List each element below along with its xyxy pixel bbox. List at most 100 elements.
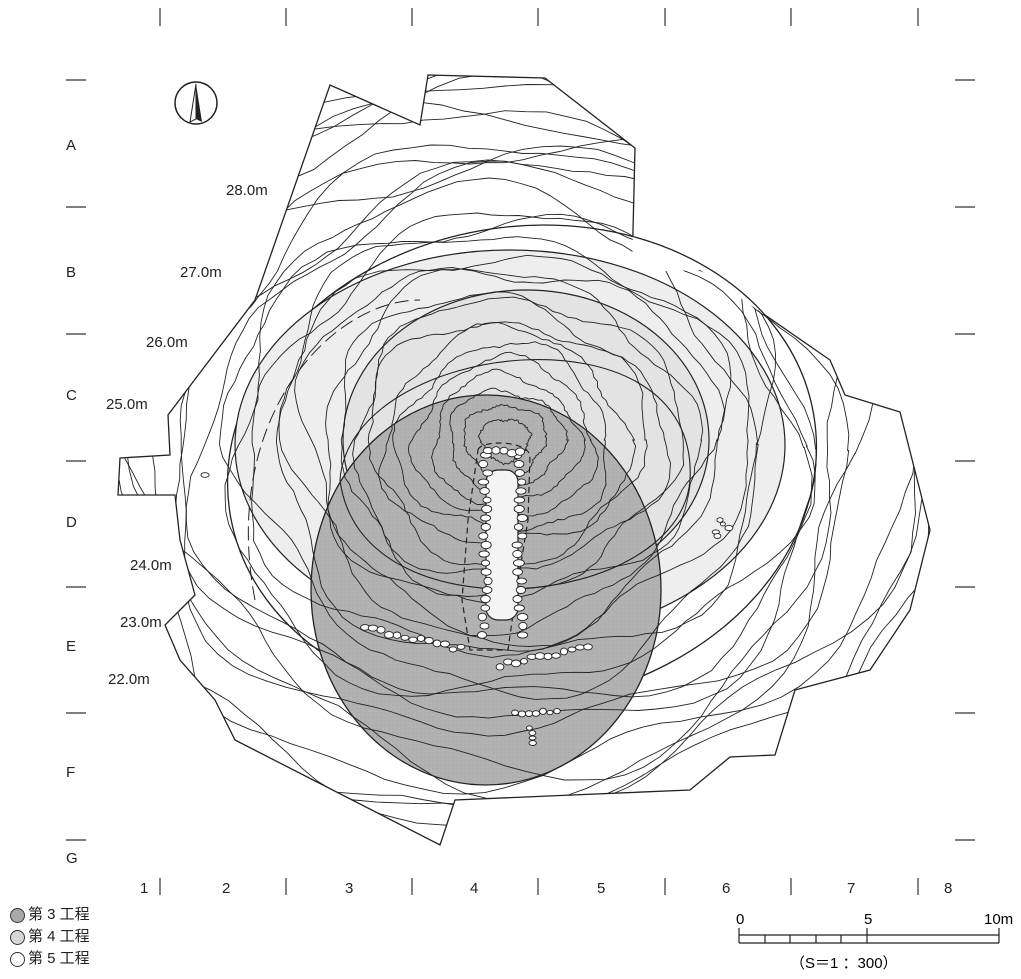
grid-ticks: [66, 8, 975, 895]
stone: [539, 707, 547, 715]
contour-line: [325, 268, 704, 604]
stone: [716, 517, 724, 523]
contour-label-27m: 27.0m: [180, 264, 222, 281]
stone: [515, 487, 527, 495]
stone: [713, 533, 722, 539]
stone: [511, 709, 519, 716]
stone: [512, 595, 523, 603]
contour-label-25m: 25.0m: [106, 396, 148, 413]
col-label-4: 4: [470, 880, 478, 897]
stone: [495, 663, 505, 671]
stone: [424, 636, 434, 645]
phase-5-swatch-icon: [10, 951, 25, 967]
stone: [482, 469, 493, 477]
stone: [481, 504, 493, 514]
stone: [516, 612, 529, 622]
stone: [513, 523, 524, 531]
stone: [480, 594, 491, 604]
scale-tick-0: 0: [736, 911, 744, 928]
stone: [200, 472, 210, 478]
phase-4-swatch-icon: [10, 929, 25, 945]
stone: [528, 740, 537, 746]
stone: [531, 710, 541, 717]
stone: [383, 631, 395, 639]
stone: [520, 657, 528, 665]
contour-line: [340, 291, 685, 597]
stone: [440, 640, 450, 648]
row-label-d: D: [66, 514, 77, 531]
stone: [400, 634, 410, 641]
col-label-6: 6: [722, 880, 730, 897]
stone: [367, 624, 379, 632]
phase-3-swatch-icon: [10, 907, 25, 923]
stone: [482, 496, 492, 504]
stone: [480, 540, 492, 550]
row-label-b: B: [66, 264, 76, 281]
row-label-e: E: [66, 638, 76, 655]
contour-label-23m: 23.0m: [120, 614, 162, 631]
contour-line: [463, 404, 548, 479]
contour-label-28m: 28.0m: [226, 182, 268, 199]
stone: [478, 532, 489, 540]
stone: [512, 549, 523, 559]
stone: [416, 634, 426, 642]
legend-item-phase-4: 第 4 工程: [10, 926, 90, 948]
contour-label-24m: 24.0m: [130, 557, 172, 574]
scale-bar: 0 5 10m （S＝1 ：300）: [736, 911, 1013, 972]
col-label-1: 1: [140, 880, 148, 897]
legend-label: 第 5 工程: [28, 950, 90, 967]
scale-tick-5: 5: [864, 911, 872, 928]
contour-line: [367, 321, 648, 566]
contour-label-26m: 26.0m: [146, 334, 188, 351]
legend-label: 第 4 工程: [28, 928, 90, 945]
stone: [477, 631, 488, 639]
col-label-7: 7: [847, 880, 855, 897]
stone: [479, 487, 490, 495]
stone: [546, 709, 554, 716]
stone: [392, 631, 402, 639]
stone: [516, 577, 527, 585]
stone: [480, 559, 491, 567]
contour-line: [408, 351, 599, 517]
stone: [511, 541, 523, 549]
stone: [513, 459, 525, 469]
stone: [515, 586, 527, 594]
stone: [517, 478, 527, 486]
stone: [480, 514, 492, 522]
stone: [479, 622, 490, 630]
stone: [528, 735, 537, 741]
stone: [512, 568, 523, 576]
stone: [516, 513, 528, 523]
row-label-f: F: [66, 764, 75, 781]
contour-line: [352, 296, 671, 574]
stone: [524, 710, 534, 717]
stone: [583, 643, 593, 651]
contour-line: [431, 368, 587, 505]
north-arrow-icon: [174, 81, 218, 125]
stone: [478, 459, 489, 469]
col-label-2: 2: [222, 880, 230, 897]
stone: [526, 725, 533, 731]
stone: [517, 710, 527, 718]
stone: [481, 586, 493, 594]
stone: [514, 469, 525, 477]
stone: [478, 550, 490, 558]
scale-ratio: （S＝1 ：300）: [790, 955, 898, 972]
stone: [477, 612, 487, 622]
stone: [513, 604, 525, 612]
stone: [432, 639, 442, 648]
col-label-5: 5: [597, 880, 605, 897]
stone: [559, 647, 569, 656]
stone: [534, 652, 546, 660]
contour-line: [275, 236, 750, 652]
stone: [551, 652, 561, 659]
stone: [513, 504, 525, 514]
stone: [724, 524, 734, 532]
row-label-g: G: [66, 850, 78, 867]
stone: [528, 730, 537, 736]
stone: [517, 532, 528, 540]
contour-line: [392, 341, 607, 534]
legend-item-phase-5: 第 5 工程: [10, 948, 90, 970]
row-label-c: C: [66, 387, 77, 404]
